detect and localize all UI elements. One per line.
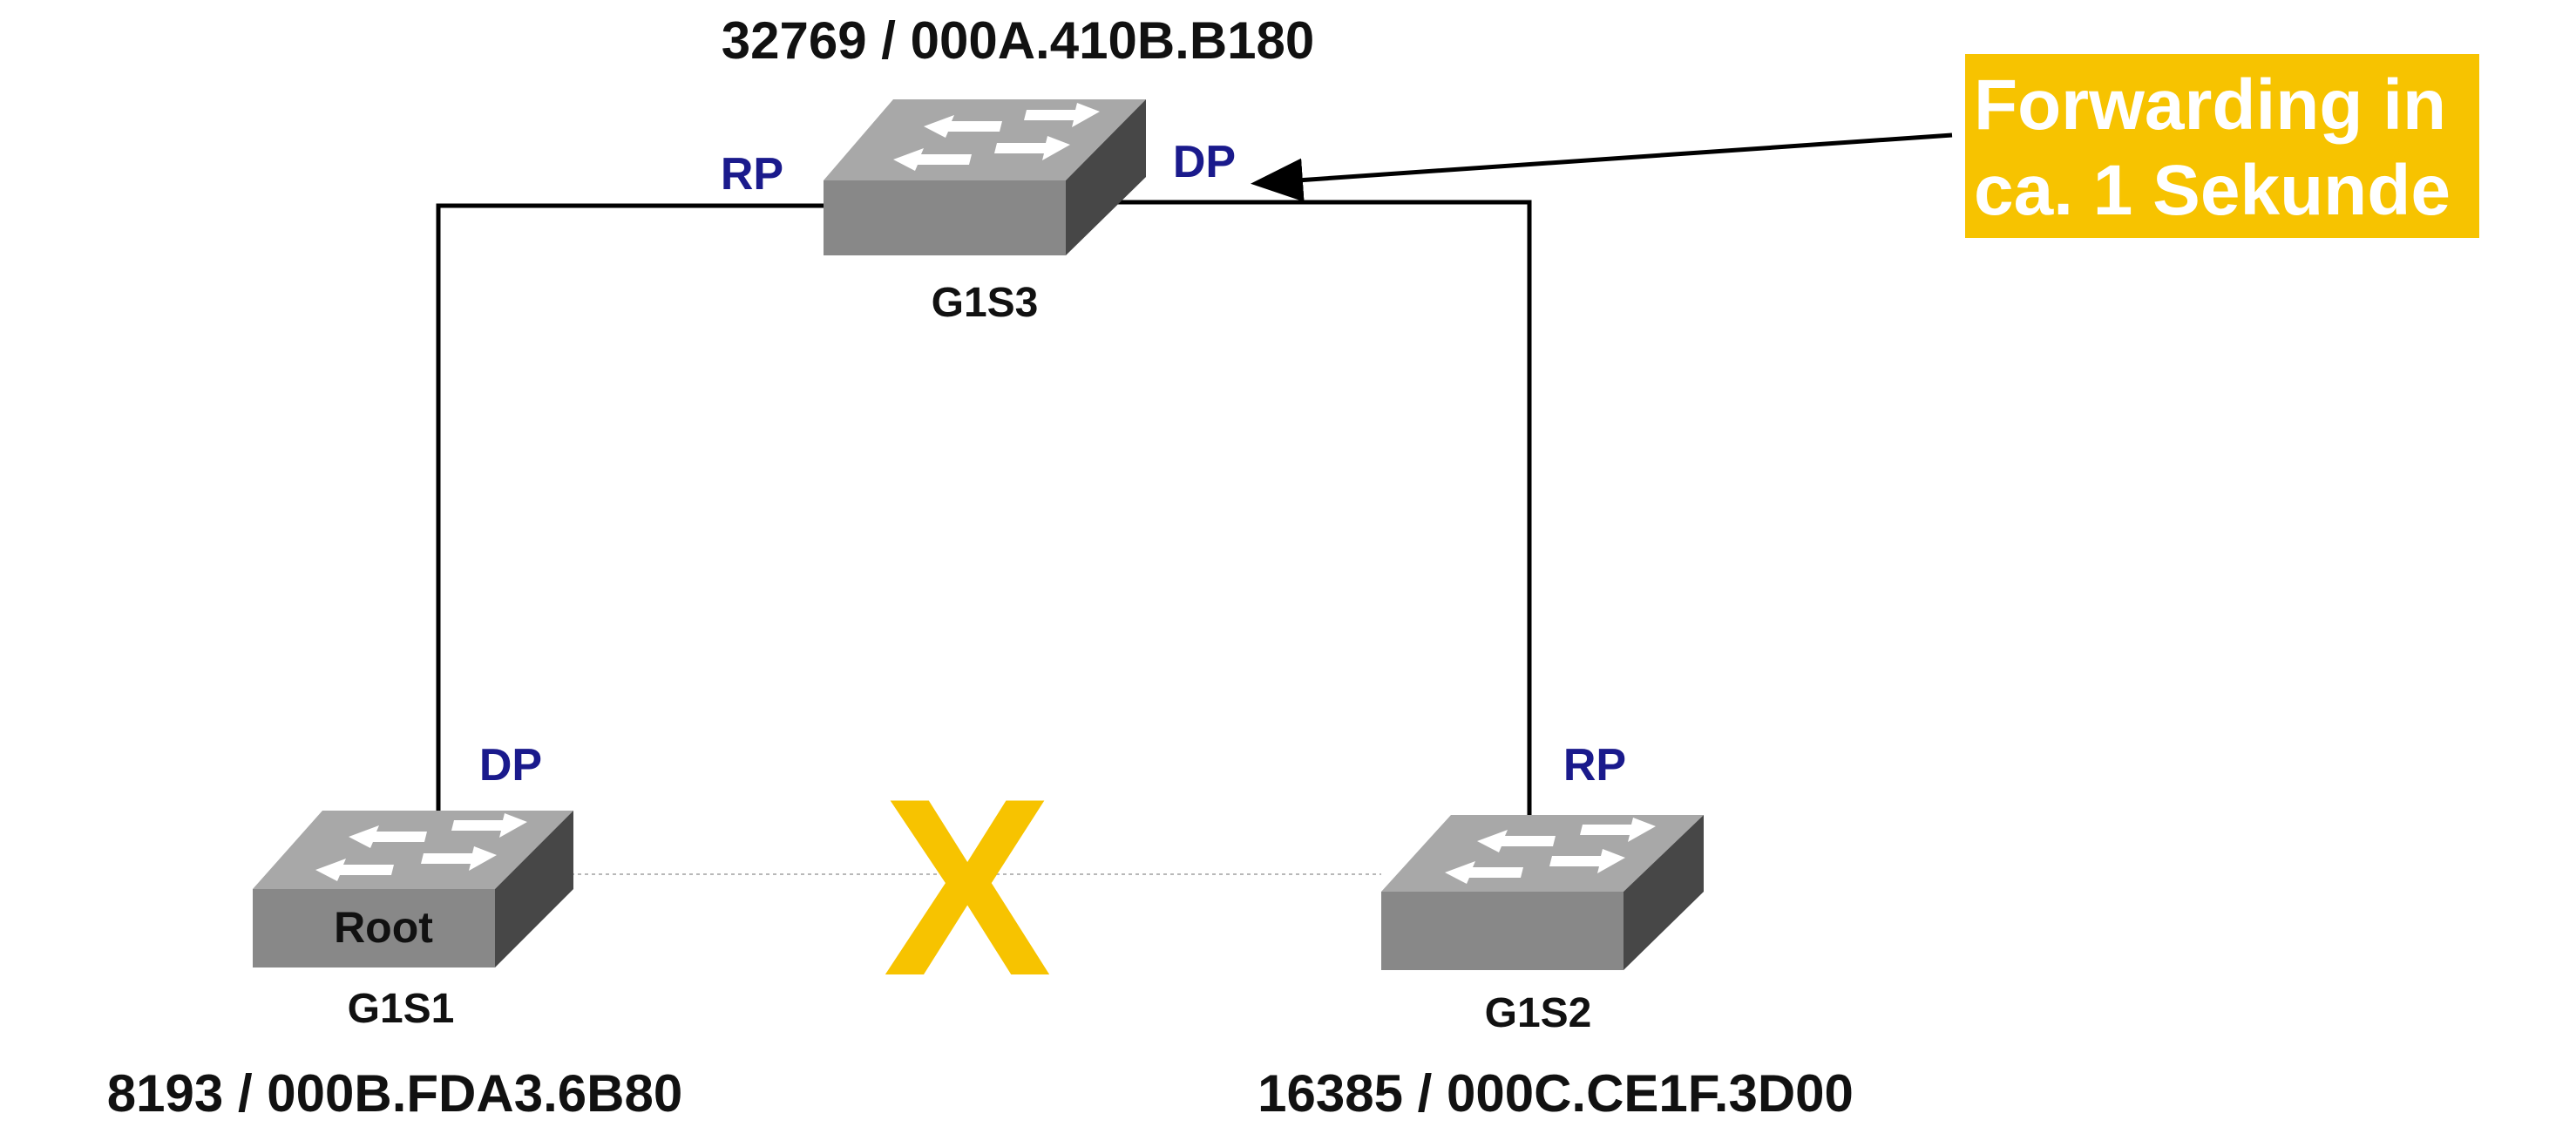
g1s3-name: G1S3 <box>931 280 1039 326</box>
g1s1-bridge-id: 8193 / 000B.FDA3.6B80 <box>106 1064 683 1123</box>
switch-g1s2-icon[interactable] <box>1381 815 1704 970</box>
link-g1s3-g1s2 <box>1094 200 1532 815</box>
switch-g1s3-icon[interactable] <box>824 99 1146 255</box>
g1s2-bridge-id: 16385 / 000C.CE1F.3D00 <box>1257 1064 1854 1123</box>
callout-line-2: ca. 1 Sekunde <box>1974 151 2451 230</box>
switch-g1s1-icon[interactable] <box>253 811 573 967</box>
switch-arrows-icon <box>1445 818 1656 884</box>
forwarding-callout: Forwarding in ca. 1 Sekunde <box>1965 54 2479 238</box>
g1s3-right-port-role: DP <box>1172 137 1237 187</box>
switch-arrows-icon <box>315 813 527 881</box>
g1s2-port-role: RP <box>1563 740 1627 791</box>
g1s1-port-role: DP <box>478 740 543 791</box>
callout-arrow <box>1251 132 1953 202</box>
blocked-link-marker: X <box>883 746 1053 1029</box>
g1s3-bridge-id: 32769 / 000A.410B.B180 <box>721 11 1315 70</box>
g1s1-name: G1S1 <box>347 986 455 1032</box>
callout-line-1: Forwarding in <box>1974 65 2447 145</box>
g1s2-name: G1S2 <box>1484 990 1592 1036</box>
root-bridge-label: Root <box>334 903 433 952</box>
switch-arrows-icon <box>893 103 1100 171</box>
g1s3-left-port-role: RP <box>720 149 784 200</box>
link-g1s1-g1s3 <box>436 203 824 811</box>
